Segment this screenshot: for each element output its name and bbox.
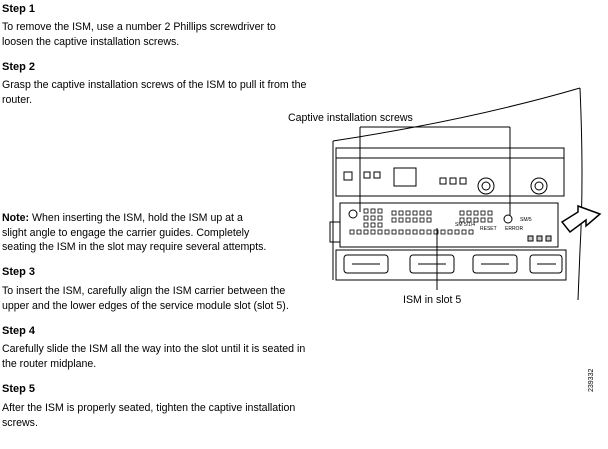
note-line-2: slight angle to engage the carrier guide… xyxy=(2,226,250,239)
panel-label-sm2: SM/5 xyxy=(520,217,532,223)
step-5-text: After the ISM is properly seated, tighte… xyxy=(2,401,295,430)
note-label: Note: xyxy=(2,212,30,224)
step-3-line-1: To insert the ISM, carefully align the I… xyxy=(2,285,286,297)
callout-ism-slot: ISM in slot 5 xyxy=(403,294,462,306)
port-2 xyxy=(409,254,455,274)
ethernet-port xyxy=(393,167,417,187)
step-2-line-1: Grasp the captive installation screws of… xyxy=(2,79,307,91)
port-1 xyxy=(343,254,389,274)
figure-id: 239332 xyxy=(588,368,595,392)
step-2-text: Grasp the captive installation screws of… xyxy=(2,78,306,107)
connector-left xyxy=(477,177,495,195)
led-2 xyxy=(536,235,543,242)
step-1-heading: Step 1 xyxy=(2,3,36,15)
captive-screw-right xyxy=(503,214,513,224)
step-4-text: Carefully slide the ISM all the way into… xyxy=(2,342,305,371)
panel-label-error: ERROR xyxy=(505,226,523,232)
callout-captive-screws: Captive installation screws xyxy=(288,112,413,124)
note-line-1-text: When inserting the ISM, hold the ISM up … xyxy=(32,212,243,224)
chassis-top-edge xyxy=(332,87,581,142)
note-line-3: seating the ISM in the slot may require … xyxy=(2,241,267,253)
step-2-heading: Step 2 xyxy=(2,61,36,73)
led-3 xyxy=(545,235,552,242)
step-3-line-2: upper and the lower edges of the service… xyxy=(2,299,289,312)
ism-tab xyxy=(329,221,341,243)
port-3 xyxy=(472,254,518,274)
step-2-line-2: router. xyxy=(2,93,33,106)
step-4-heading: Step 4 xyxy=(2,325,36,337)
note: Note: When inserting the ISM, hold the I… xyxy=(2,211,266,255)
note-line-1: Note: When inserting the ISM, hold the I… xyxy=(2,211,266,226)
led-1 xyxy=(527,235,534,242)
lower-module xyxy=(335,249,567,281)
step-5-line-1: After the ISM is properly seated, tighte… xyxy=(2,402,296,414)
captive-screw-left xyxy=(348,209,358,219)
step-1-text: To remove the ISM, use a number 2 Philli… xyxy=(2,20,276,49)
insert-arrow xyxy=(560,204,602,234)
ism-front-panel xyxy=(339,202,559,248)
panel-label-sm: SM 5/1/4 xyxy=(455,222,475,228)
step-5-line-2: screws. xyxy=(2,416,38,429)
chassis-right-edge xyxy=(577,87,583,301)
step-5-heading: Step 5 xyxy=(2,383,36,395)
step-1-line-2: loosen the captive installation screws. xyxy=(2,35,180,48)
step-4-line-2: the router midplane. xyxy=(2,357,97,370)
panel-label-reset: RESET xyxy=(480,226,497,232)
step-1-line-1: To remove the ISM, use a number 2 Philli… xyxy=(2,21,276,33)
port-4 xyxy=(529,254,563,274)
step-3-text: To insert the ISM, carefully align the I… xyxy=(2,284,289,313)
step-4-line-1: Carefully slide the ISM all the way into… xyxy=(2,343,306,355)
step-3-heading: Step 3 xyxy=(2,266,36,278)
connector-right xyxy=(530,177,548,195)
